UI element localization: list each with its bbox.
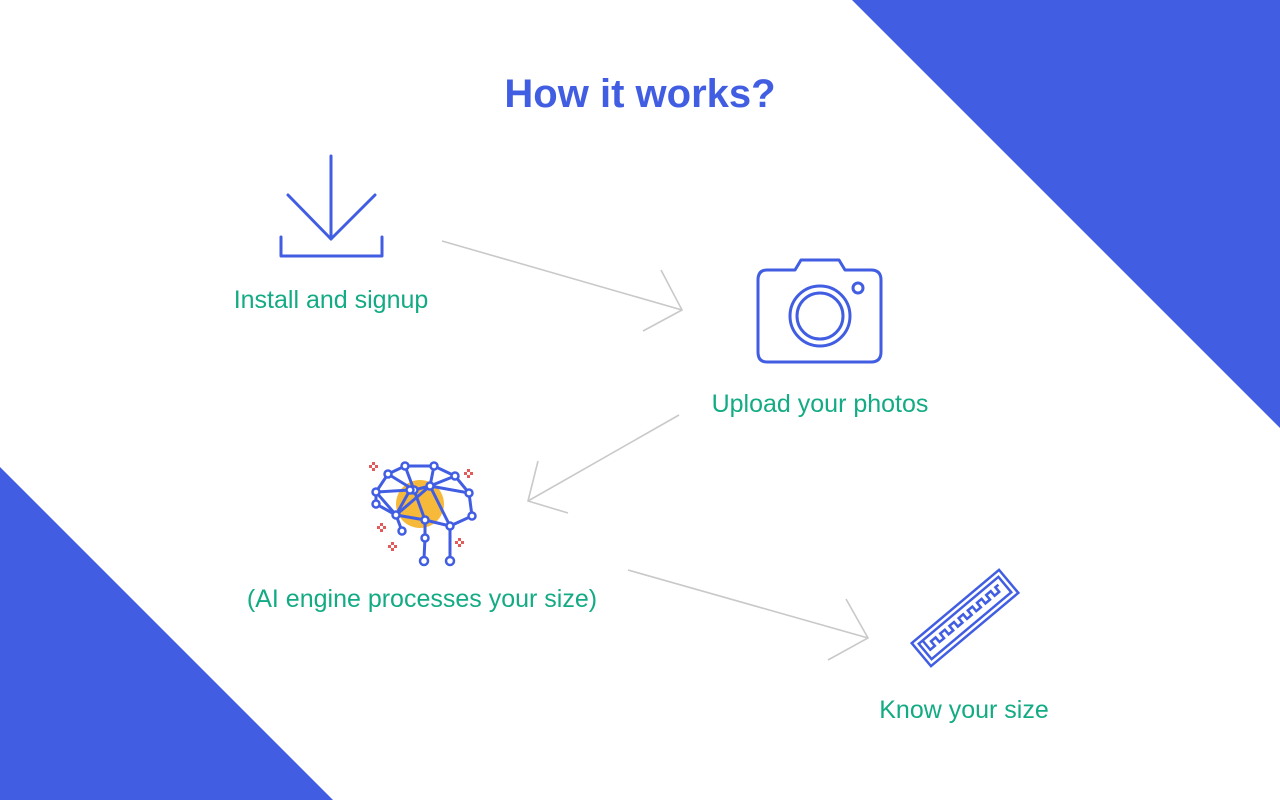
bottom-left-triangle: [0, 467, 333, 800]
top-right-triangle: [852, 0, 1280, 428]
camera-icon: [756, 258, 883, 364]
arrow-ai-to-size: [627, 569, 870, 661]
ai-brain-icon: [369, 461, 477, 567]
step-label-know-size: Know your size: [879, 696, 1049, 724]
arrow-install-to-upload: [441, 240, 684, 332]
step-label-install: Install and signup: [233, 286, 429, 314]
step-label-upload: Upload your photos: [711, 390, 929, 418]
arrow-upload-to-ai: [527, 414, 680, 514]
step-label-ai-engine: (AI engine processes your size): [246, 585, 598, 613]
measuring-tape-icon: [909, 568, 1021, 668]
page-title: How it works?: [504, 72, 776, 116]
download-icon: [279, 154, 384, 258]
